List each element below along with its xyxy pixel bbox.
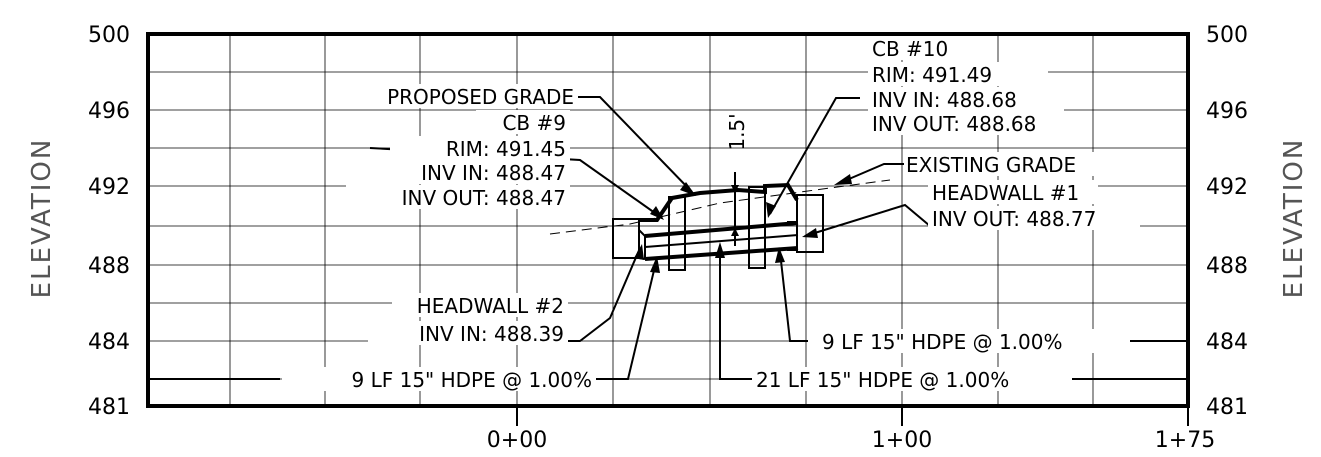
leader-pipe-middle bbox=[719, 248, 1188, 380]
label-pipe-left: 9 LF 15" HDPE @ 1.00% bbox=[352, 368, 592, 392]
leader-existing-grade bbox=[841, 163, 905, 183]
label-headwall-2-inv-in: INV IN: 488.39 bbox=[419, 322, 564, 346]
label-pipe-middle: 21 LF 15" HDPE @ 1.00% bbox=[756, 368, 1009, 392]
cb10-box bbox=[748, 186, 766, 269]
headwall-2 bbox=[612, 218, 640, 259]
label-headwall-1-inv-out: INV OUT: 488.77 bbox=[932, 207, 1096, 231]
leader-pipe-left bbox=[148, 261, 657, 380]
elevation-title-left: ELEVATION bbox=[27, 138, 57, 299]
cb9-box bbox=[668, 196, 686, 271]
y-axis-right: 500 496 492 488 484 481 bbox=[1206, 23, 1248, 420]
y-tick-right: 484 bbox=[1206, 330, 1248, 355]
y-tick-left: 488 bbox=[88, 254, 130, 279]
x-tick-label: 0+00 bbox=[487, 428, 547, 453]
label-existing-grade: EXISTING GRADE bbox=[906, 153, 1076, 177]
x-axis-labels: 0+00 1+00 1+75 bbox=[487, 428, 1215, 453]
label-cb9-inv-in: INV IN: 488.47 bbox=[421, 161, 566, 185]
x-tick-label: 1+00 bbox=[872, 428, 932, 453]
y-tick-right: 488 bbox=[1206, 254, 1248, 279]
label-headwall-1-title: HEADWALL #1 bbox=[932, 181, 1079, 205]
label-pipe-right: 9 LF 15" HDPE @ 1.00% bbox=[822, 330, 1062, 354]
x-tick-label: 1+75 bbox=[1155, 428, 1215, 453]
y-tick-left: 481 bbox=[88, 395, 130, 420]
label-cb10-inv-out: INV OUT: 488.68 bbox=[872, 112, 1036, 136]
pipe-crown bbox=[644, 221, 799, 238]
leader-cb10 bbox=[769, 97, 860, 215]
label-proposed-grade: PROPOSED GRADE bbox=[387, 85, 574, 109]
label-cover-dim: 1.5' bbox=[725, 113, 749, 150]
label-headwall-2-title: HEADWALL #2 bbox=[417, 294, 564, 318]
headwall-1 bbox=[796, 194, 824, 253]
label-cb10-rim: RIM: 491.49 bbox=[872, 63, 992, 87]
y-axis-left: 500 496 492 488 484 481 bbox=[88, 23, 130, 420]
label-cb9-title: CB #9 bbox=[502, 111, 566, 135]
leader-pipe-right bbox=[779, 251, 1188, 342]
label-cb10-inv-in: INV IN: 488.68 bbox=[872, 88, 1017, 112]
label-cb10-title: CB #10 bbox=[872, 37, 948, 61]
y-tick-right: 500 bbox=[1206, 23, 1248, 48]
y-tick-right: 496 bbox=[1206, 99, 1248, 124]
pipe-centerline bbox=[644, 234, 799, 248]
y-tick-left: 496 bbox=[88, 99, 130, 124]
existing-grade-line bbox=[549, 179, 891, 235]
y-tick-left: 500 bbox=[88, 23, 130, 48]
y-tick-left: 484 bbox=[88, 330, 130, 355]
x-axis-ticks bbox=[516, 406, 1189, 426]
y-tick-left: 492 bbox=[88, 175, 130, 200]
elevation-title-right: ELEVATION bbox=[1279, 138, 1309, 299]
proposed-grade-line bbox=[640, 182, 799, 222]
leader-proposed-grade bbox=[578, 96, 693, 193]
label-cb9-inv-out: INV OUT: 488.47 bbox=[402, 186, 566, 210]
annotations: PROPOSED GRADE CB #9 RIM: 491.45 INV IN:… bbox=[282, 36, 1140, 392]
label-cb9-rim: RIM: 491.45 bbox=[446, 137, 566, 161]
y-tick-right: 492 bbox=[1206, 175, 1248, 200]
plot-frame bbox=[146, 32, 1190, 408]
y-tick-right: 481 bbox=[1206, 395, 1248, 420]
